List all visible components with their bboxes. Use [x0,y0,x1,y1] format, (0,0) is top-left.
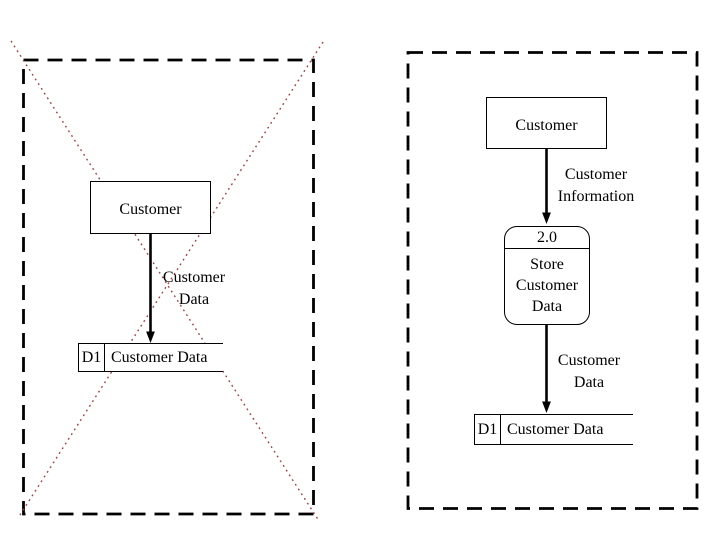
right-process-box: 2.0 Store Customer Data [504,226,590,325]
right-entity-label: Customer [515,116,578,134]
right-flow1-label: Customer Information [557,166,635,205]
right-datastore-name: Customer Data [507,420,604,438]
right-datastore-id: D1 [475,415,501,444]
right-process-number: 2.0 [505,227,589,249]
right-boundary-rect [406,51,699,510]
left-datastore-name: Customer Data [111,348,208,366]
right-flow2-arrowhead [542,401,551,413]
left-entity-box: Customer [90,181,211,234]
left-entity-label: Customer [119,201,182,218]
left-datastore-id: D1 [79,344,105,371]
left-flow-label: Customer Data [162,269,226,308]
right-entity-box: Customer [486,97,607,149]
left-datastore: D1 Customer Data [78,343,223,372]
right-flow1-arrowhead [542,212,551,224]
cross-out-line-2 [17,41,324,519]
left-boundary-rect [22,58,315,516]
right-datastore: D1 Customer Data [474,414,633,445]
right-flow2-label: Customer Data [557,352,621,391]
left-flow-arrowhead [146,331,155,343]
right-process-name: Store Customer Data [515,256,579,315]
